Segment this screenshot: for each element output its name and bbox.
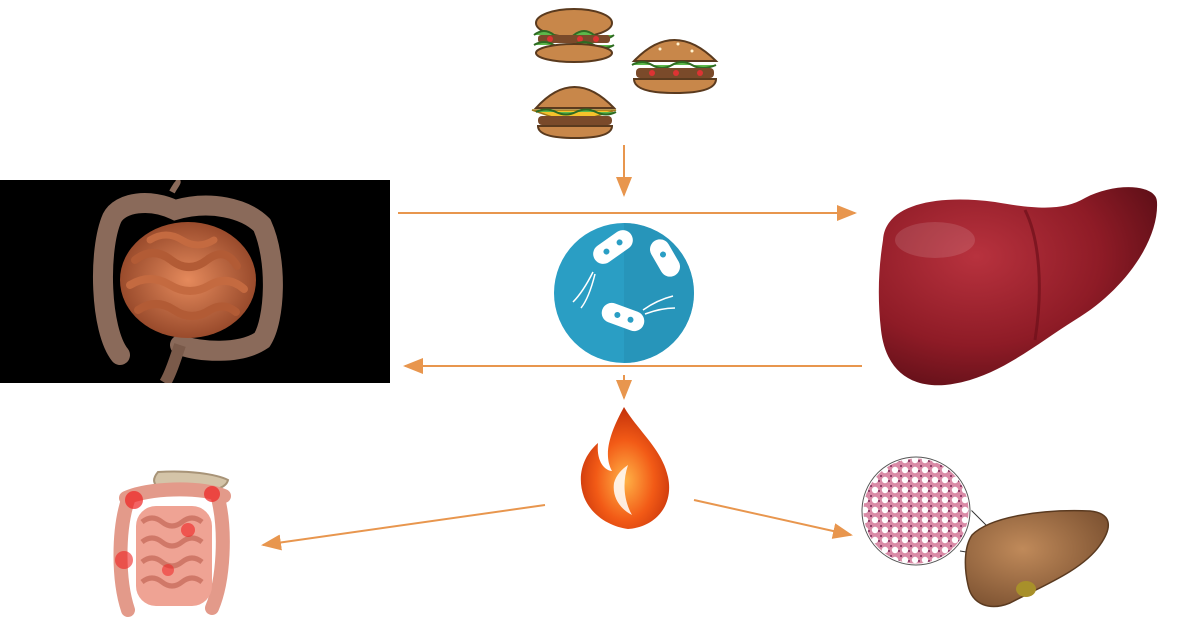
intestine-panel: [0, 180, 390, 383]
bacteria-icon: [553, 222, 695, 364]
burgers-icon: [522, 0, 732, 145]
arrow-inflammation-to-inflamed-intestine: [261, 504, 546, 551]
arrow-inflammation-to-fatty-liver: [693, 499, 853, 539]
liver-icon: [875, 180, 1163, 390]
flame-icon: [572, 405, 676, 530]
fatty-liver-icon: [860, 455, 1116, 615]
inflamed-intestine-icon: [108, 470, 236, 618]
intestine-icon: [93, 180, 283, 383]
